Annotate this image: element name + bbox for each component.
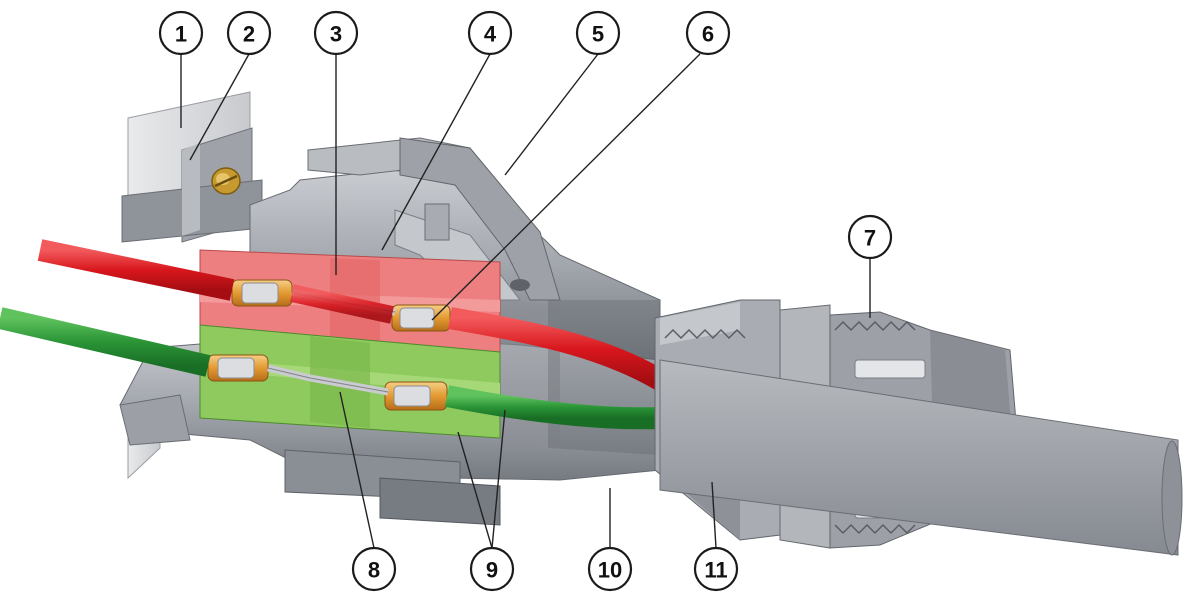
callout-4: 4	[467, 10, 513, 56]
callout-3-label: 3	[330, 22, 342, 47]
callout-5: 5	[575, 10, 621, 56]
callout-10: 10	[587, 546, 633, 592]
callout-8: 8	[351, 546, 397, 592]
callout-1: 1	[158, 10, 204, 56]
cable-red	[37, 239, 666, 390]
callout-11-label: 11	[704, 558, 727, 583]
callout-9: 9	[469, 546, 515, 592]
callout-9-label: 9	[486, 558, 498, 583]
contact-green-right	[384, 381, 448, 411]
leader-6	[431, 53, 701, 321]
callout-8-label: 8	[368, 558, 380, 583]
callout-6-label: 6	[702, 22, 714, 47]
callout-4-label: 4	[484, 22, 497, 47]
callout-1-label: 1	[175, 22, 187, 47]
callout-7-label: 7	[864, 226, 876, 251]
leader-lines	[180, 53, 871, 549]
cable-jacket	[659, 359, 1183, 556]
contact-green-left	[207, 354, 269, 382]
contact-red-left	[231, 279, 293, 307]
callout-3: 3	[313, 10, 359, 56]
leader-8	[339, 391, 375, 549]
screw-icon	[211, 167, 241, 195]
leader-5	[504, 53, 599, 176]
leader-9b	[491, 409, 506, 549]
leader-11	[711, 481, 717, 549]
callout-7: 7	[847, 214, 893, 260]
leader-2	[189, 53, 250, 161]
leader-4	[381, 53, 491, 251]
callout-2: 2	[226, 10, 272, 56]
callout-11: 11	[693, 546, 739, 592]
callout-5-label: 5	[592, 22, 604, 47]
callout-2-label: 2	[243, 22, 255, 47]
contact-red-right	[391, 304, 451, 332]
cable-green	[0, 307, 661, 430]
leader-9a	[457, 431, 493, 549]
gland-thread-upper	[664, 320, 916, 340]
callout-6: 6	[685, 10, 731, 56]
callout-10-label: 10	[598, 558, 622, 583]
